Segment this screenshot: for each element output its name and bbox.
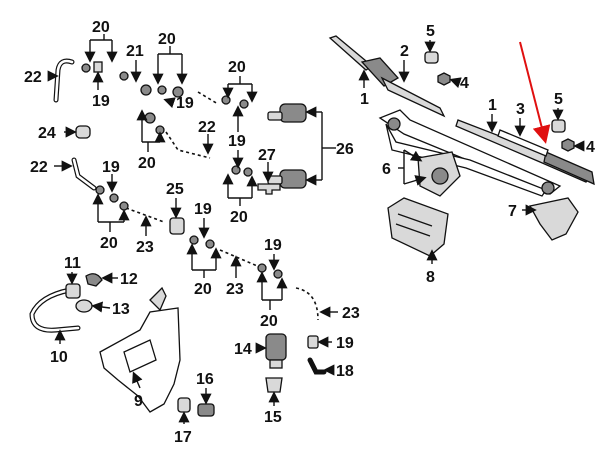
- callout-13: 13: [112, 301, 130, 318]
- pump-14: [265, 333, 287, 369]
- callout-19: 19: [102, 159, 120, 176]
- callout-21: 21: [126, 43, 144, 60]
- callout-19: 19: [228, 133, 246, 150]
- callout-6: 6: [382, 161, 391, 178]
- callout-4: 4: [460, 75, 469, 92]
- wiper-linkage: [378, 109, 562, 197]
- hose-23c: [295, 287, 319, 321]
- callout-7: 7: [508, 203, 517, 220]
- callout-9: 9: [134, 393, 143, 410]
- callout-24: 24: [38, 125, 56, 142]
- callout-20: 20: [100, 235, 118, 252]
- hose-23a: [125, 207, 165, 223]
- hose-upper-a: [197, 91, 219, 105]
- sensor-16: [197, 403, 215, 417]
- callout-20: 20: [92, 19, 110, 36]
- nut-4a: [437, 72, 451, 86]
- callout-1: 1: [488, 97, 497, 114]
- callout-5: 5: [426, 23, 435, 40]
- callout-18: 18: [336, 363, 354, 380]
- grommet-17: [177, 397, 191, 413]
- leader-lines: [47, 34, 585, 424]
- callout-11: 11: [64, 255, 81, 272]
- callout-19: 19: [264, 237, 282, 254]
- clamp-13: [75, 299, 93, 313]
- callout-5: 5: [554, 91, 563, 108]
- nut-4b: [561, 138, 575, 152]
- callout-20: 20: [158, 31, 176, 48]
- elbow-18: [307, 357, 327, 375]
- callout-19: 19: [176, 95, 194, 112]
- callout-23: 23: [226, 281, 244, 298]
- callout-20: 20: [260, 313, 278, 330]
- callout-25: 25: [166, 181, 184, 198]
- callout-15: 15: [264, 409, 282, 426]
- callout-22: 22: [24, 69, 42, 86]
- reservoir: [99, 286, 181, 413]
- callout-19: 19: [336, 335, 354, 352]
- plug-19: [307, 335, 319, 349]
- nut-5b: [551, 119, 566, 133]
- callout-26: 26: [336, 141, 354, 158]
- callout-8: 8: [426, 269, 435, 286]
- filler-hose-10: [29, 287, 81, 333]
- callout-19: 19: [92, 93, 110, 110]
- wiper-blade-3: [497, 129, 549, 157]
- nozzle-26-upper: [267, 103, 307, 123]
- callout-2: 2: [400, 43, 409, 60]
- wiper-arm-left: [328, 35, 446, 118]
- grommet-24: [75, 125, 91, 139]
- nut-5a: [424, 51, 439, 64]
- motor-bracket: [529, 197, 579, 241]
- callout-12: 12: [120, 271, 138, 288]
- callout-16: 16: [196, 371, 214, 388]
- callout-22: 22: [198, 119, 216, 136]
- callout-10: 10: [50, 349, 68, 366]
- callout-23: 23: [136, 239, 154, 256]
- callout-22: 22: [30, 159, 48, 176]
- wiper-motor: [417, 151, 461, 197]
- callout-17: 17: [174, 429, 192, 446]
- callout-numbers: 20 22 19 21 20 19 20 22 20 19 20 27 26 2…: [24, 19, 595, 446]
- hose-22-right: [165, 131, 211, 159]
- hose-22-top: [53, 58, 75, 103]
- callout-14: 14: [234, 341, 252, 358]
- callout-19: 19: [194, 201, 212, 218]
- callout-20: 20: [138, 155, 156, 172]
- highlight-arrow: [519, 41, 551, 144]
- hose-22-mid: [71, 157, 97, 191]
- callout-1: 1: [360, 91, 369, 108]
- cap-11: [65, 283, 81, 299]
- callout-3: 3: [516, 101, 525, 118]
- callout-4: 4: [586, 139, 595, 156]
- hose-23b: [219, 249, 263, 269]
- tee-connector-27: [257, 183, 281, 195]
- grommet-15: [265, 377, 283, 393]
- cap-12: [85, 273, 103, 287]
- callout-20: 20: [228, 59, 246, 76]
- callout-27: 27: [258, 147, 276, 164]
- callout-20: 20: [194, 281, 212, 298]
- check-valve-25: [169, 217, 185, 235]
- callout-20: 20: [230, 209, 248, 226]
- callout-23: 23: [342, 305, 360, 322]
- cowl-panel: [387, 197, 449, 257]
